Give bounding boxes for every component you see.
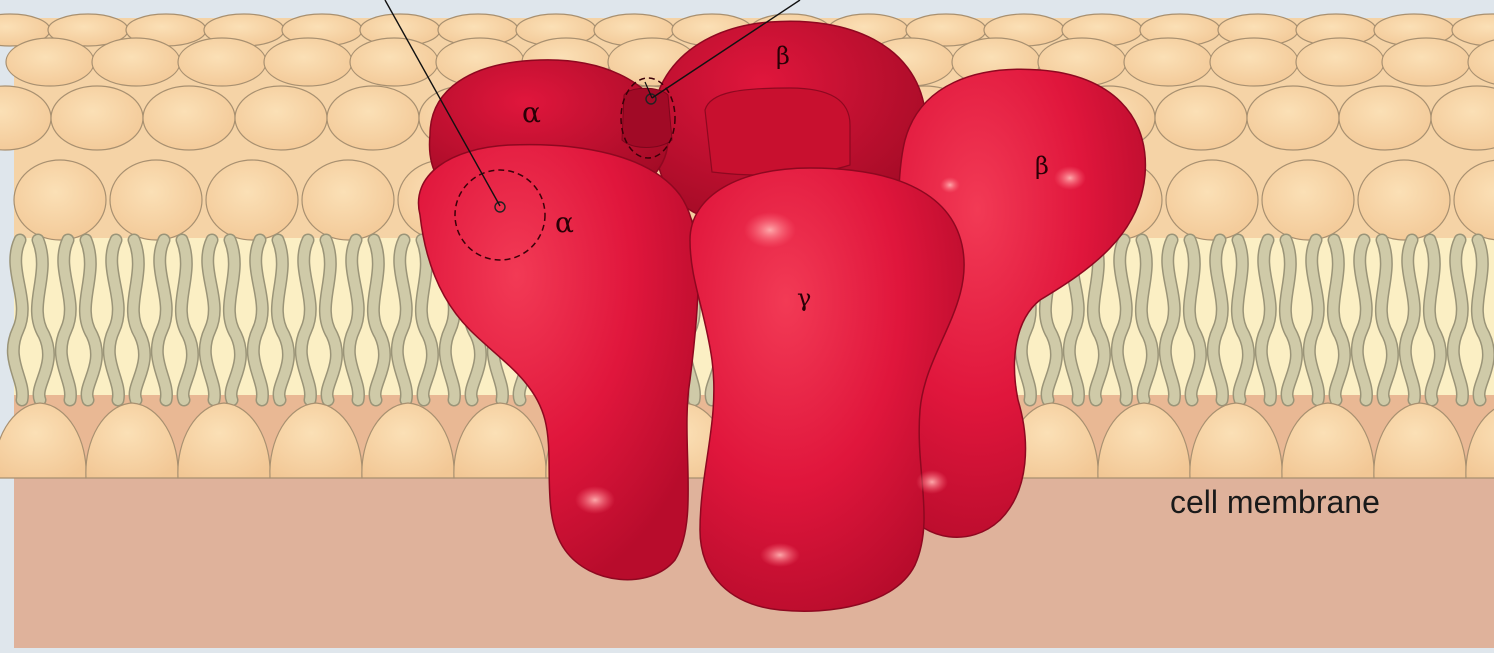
label-beta-top: β [776, 42, 790, 70]
highlight [744, 212, 796, 248]
phospholipid-head [206, 160, 298, 240]
phospholipid-head [1382, 38, 1470, 86]
highlight [916, 470, 948, 494]
phospholipid-head [350, 38, 438, 86]
phospholipid-head [1296, 38, 1384, 86]
phospholipid-head [6, 38, 94, 86]
phospholipid-head [1339, 86, 1431, 150]
phospholipid-head [1210, 38, 1298, 86]
phospholipid-head [1247, 86, 1339, 150]
label-alpha-bottom: α [555, 206, 574, 239]
highlight [940, 177, 960, 193]
phospholipid-head [264, 38, 352, 86]
highlight [760, 543, 800, 567]
phospholipid-head [110, 160, 202, 240]
phospholipid-head [235, 86, 327, 150]
highlight [1054, 166, 1086, 190]
phospholipid-head [1358, 160, 1450, 240]
phospholipid-head [302, 160, 394, 240]
label-cell-membrane: cell membrane [1170, 484, 1380, 520]
phospholipid-head [1155, 86, 1247, 150]
beta-top-inner-fold [705, 88, 850, 175]
label-gamma: γ [797, 284, 811, 312]
label-alpha-top: α [522, 96, 541, 129]
phospholipid-head [178, 38, 266, 86]
phospholipid-head [92, 38, 180, 86]
phospholipid-head [1124, 38, 1212, 86]
phospholipid-head [327, 86, 419, 150]
phospholipid-head [14, 160, 106, 240]
label-beta-right: β [1035, 152, 1049, 180]
phospholipid-head [1262, 160, 1354, 240]
phospholipid-head [143, 86, 235, 150]
phospholipid-head [51, 86, 143, 150]
phospholipid-head [1166, 160, 1258, 240]
highlight [575, 486, 615, 514]
